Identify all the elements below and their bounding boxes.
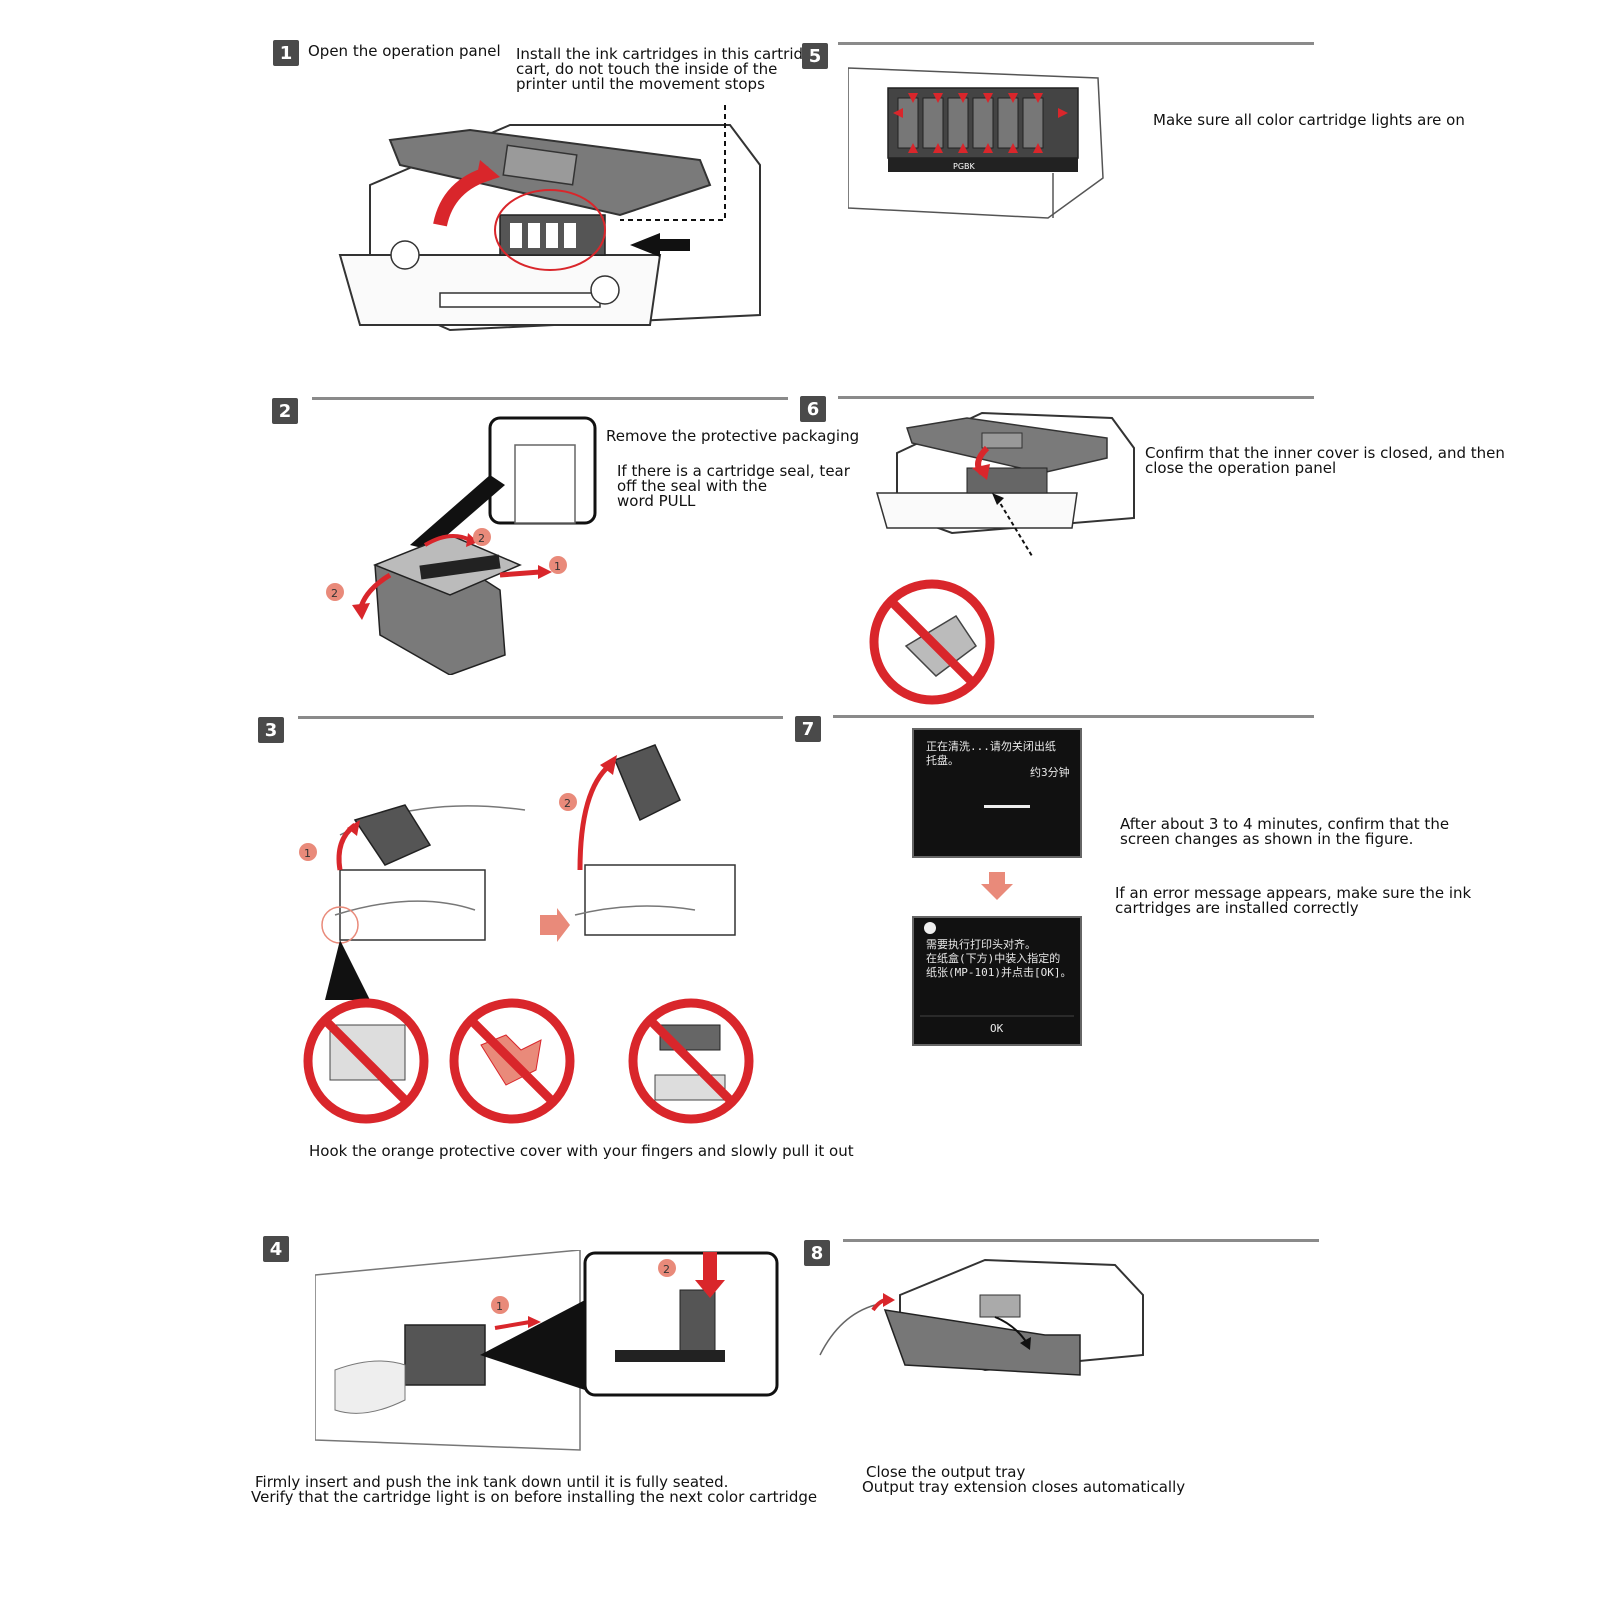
close-cover-illustration [872, 408, 1137, 563]
step-badge-8: 8 [804, 1240, 830, 1266]
step-badge-4: 4 [263, 1236, 289, 1262]
step-badge-7: 7 [795, 716, 821, 742]
install-callout-line-3: printer until the movement stops [516, 75, 765, 93]
pull-cover-illustration: 1 2 [295, 740, 795, 1000]
step-7-caption-line-1: After about 3 to 4 minutes, confirm that… [1120, 815, 1450, 833]
step-badge-3: 3 [258, 717, 284, 743]
close-tray-illustration [815, 1255, 1145, 1390]
seal-note-line-2: off the seal with the [617, 477, 768, 495]
step-badge-1: 1 [273, 40, 299, 66]
marker-2: 2 [478, 532, 485, 545]
error-note-line-1: If an error message appears, make sure t… [1115, 884, 1472, 902]
cleaning-screen: 正在清洗...请勿关闭出纸 托盘。 约3分钟 [912, 728, 1082, 858]
install-callout-line-2: cart, do not touch the inside of the [516, 60, 778, 78]
step-6-caption: Confirm that the inner cover is closed, … [1145, 446, 1505, 476]
step-8-caption-line-1: Close the output tray [866, 1463, 1026, 1481]
step-badge-5: 5 [802, 43, 828, 69]
error-line-3: 纸张(MP-101)并点击[OK]。 [926, 965, 1071, 979]
warning-icon [924, 922, 936, 934]
insert-cartridge-illustration: 1 2 [315, 1250, 780, 1460]
step-6-rule [838, 396, 1314, 399]
error-note-line-2: cartridges are installed correctly [1115, 899, 1359, 917]
step-5-caption: Make sure all color cartridge lights are… [1153, 111, 1465, 129]
step-4-caption-line-1: Firmly insert and push the ink tank down… [255, 1473, 729, 1491]
remove-packaging-illustration: 2 1 2 [320, 415, 605, 675]
marker-2b: 2 [331, 587, 338, 600]
marker-2c: 2 [564, 797, 571, 810]
step-6-caption-line-2: close the operation panel [1145, 459, 1337, 477]
printer-open-illustration [330, 105, 770, 340]
step-7-caption: After about 3 to 4 minutes, confirm that… [1120, 817, 1449, 847]
error-note: If an error message appears, make sure t… [1115, 886, 1471, 916]
step-8-caption: Close the output tray Output tray extens… [862, 1465, 1185, 1495]
install-callout-line-1: Install the ink cartridges in this cartr… [516, 45, 822, 63]
arrow-icon [981, 872, 1013, 900]
step-badge-6: 6 [800, 396, 826, 422]
prohibited-icon-2 [446, 995, 578, 1127]
error-line-1: 需要执行打印头对齐。 [926, 937, 1036, 951]
step-8-caption-line-2: Output tray extension closes automatical… [862, 1478, 1186, 1496]
step-4-caption-line-2: Verify that the cartridge light is on be… [251, 1488, 818, 1506]
cleaning-line-2: 托盘。 [926, 753, 959, 767]
step-3-rule [298, 716, 783, 719]
cartridge-lights-illustration: PGBK [848, 58, 1113, 223]
step-2-caption: Remove the protective packaging [606, 427, 860, 445]
cleaning-line-3: 约3分钟 [1030, 765, 1070, 779]
marker-1c: 1 [304, 847, 311, 860]
step-1-caption: Open the operation panel [308, 42, 501, 60]
step-2-rule [312, 397, 788, 400]
prohibited-icon [866, 576, 998, 708]
install-callout: Install the ink cartridges in this cartr… [516, 47, 822, 92]
seal-note-line-1: If there is a cartridge seal, tear [617, 462, 850, 480]
step-6-caption-line-1: Confirm that the inner cover is closed, … [1145, 444, 1505, 462]
step-4-caption: Firmly insert and push the ink tank down… [251, 1475, 817, 1505]
seal-note: If there is a cartridge seal, tear off t… [617, 464, 850, 509]
error-line-2: 在纸盒(下方)中装入指定的 [926, 951, 1060, 965]
error-screen: 需要执行打印头对齐。 在纸盒(下方)中装入指定的 纸张(MP-101)并点击[O… [912, 916, 1082, 1046]
pgbk-label: PGBK [953, 162, 976, 171]
marker-2d: 2 [663, 1263, 670, 1276]
marker-1d: 1 [496, 1300, 503, 1313]
prohibited-icon-1 [300, 995, 432, 1127]
seal-note-line-3: word PULL [617, 492, 696, 510]
error-ok-button[interactable]: OK [990, 1022, 1004, 1035]
step-5-rule [838, 42, 1314, 45]
cleaning-line-1: 正在清洗...请勿关闭出纸 [926, 739, 1056, 753]
step-8-rule [843, 1239, 1319, 1242]
step-7-rule [833, 715, 1314, 718]
step-badge-2: 2 [272, 398, 298, 424]
prohibited-icon-3 [625, 995, 757, 1127]
step-3-caption: Hook the orange protective cover with yo… [309, 1142, 854, 1160]
marker-1: 1 [554, 560, 561, 573]
step-7-caption-line-2: screen changes as shown in the figure. [1120, 830, 1414, 848]
